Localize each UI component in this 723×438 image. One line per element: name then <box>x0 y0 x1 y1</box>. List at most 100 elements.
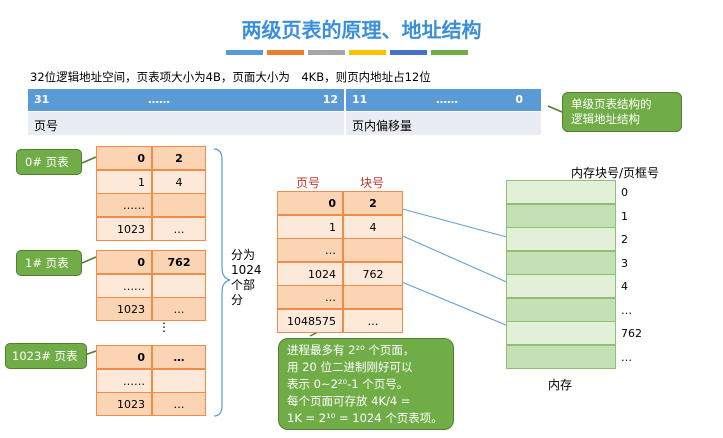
single-row0-page-cell: 0 <box>277 191 343 215</box>
table2-row1-frame-cell <box>152 368 206 393</box>
table2-row1-page-number: …… <box>123 374 145 388</box>
single-row0-frame-number: 2 <box>369 197 377 210</box>
title-bar-1 <box>267 50 304 55</box>
table0-row3-frame-cell: … <box>152 216 206 241</box>
single-row1-frame-number: 4 <box>369 220 377 234</box>
table2-row1-page-cell: …… <box>96 368 152 393</box>
table1-label: 1# 页表 <box>16 250 82 276</box>
table0-row2-frame-cell <box>152 193 206 217</box>
bit-11-label: 11 <box>352 93 368 106</box>
title-bar-3 <box>349 50 386 55</box>
table1-row2-page-cell: 1023 <box>96 297 152 321</box>
vertical-ellipsis: ⋮ <box>158 320 170 334</box>
single-row4-frame-cell <box>343 285 403 309</box>
memory-block-number: 2 <box>621 233 628 246</box>
table1-row1-page-cell: …… <box>96 273 152 298</box>
table1-row1-frame-cell <box>152 273 206 298</box>
table1-row0-page-number: 0 <box>137 256 145 269</box>
memory-block-number: 0 <box>621 186 628 199</box>
single-row0-frame-cell: 2 <box>343 191 403 215</box>
memory-block-number: … <box>621 303 632 317</box>
title-bar-4 <box>390 50 427 55</box>
title-bar-5 <box>431 50 468 55</box>
table0-row1-page-number: 1 <box>138 175 145 189</box>
memory-header: 内存块号/页框号 <box>571 166 660 180</box>
column-header-frame: 块号 <box>360 176 385 190</box>
title-bar-2 <box>308 50 345 55</box>
table0-row3-frame-number: … <box>173 222 185 236</box>
address-bar-offset: 11 …… 0 <box>346 89 541 111</box>
bit-12-label: 12 <box>322 93 338 106</box>
memory-block-3 <box>506 250 616 275</box>
page-number-label: 页号 <box>28 112 344 135</box>
table1023-label: 1023# 页表 <box>5 343 87 369</box>
table1-row0-page-cell: 0 <box>96 250 152 274</box>
memory-block-0 <box>506 180 616 204</box>
memory-block-5 <box>506 297 616 322</box>
table0-row0-frame-cell: 2 <box>152 146 206 170</box>
table1-row0-frame-cell: 762 <box>152 250 206 274</box>
callout-process-pages: 进程最多有 2²⁰ 个页面， 用 20 位二进制刚好可以 表示 0~2²⁰-1 … <box>278 338 454 430</box>
table2-row0-page-cell: 0 <box>96 345 152 369</box>
single-row2-page-cell: … <box>277 238 343 262</box>
table1-row2-frame-number: … <box>173 303 185 316</box>
column-header-page: 页号 <box>296 176 321 190</box>
table2-row2-page-cell: 1023 <box>96 392 152 416</box>
table2-row2-frame-number: … <box>173 398 185 411</box>
address-bar-page-number: 31 …… 12 <box>28 89 344 111</box>
table0-row2-page-number: …… <box>123 199 145 212</box>
single-row5-frame-number: … <box>367 314 379 328</box>
table1-row2-frame-cell: … <box>152 297 206 321</box>
table0-row1-frame-cell: 4 <box>152 169 206 194</box>
table0-row3-page-number: 1023 <box>117 222 145 236</box>
single-row3-page-cell: 1024 <box>277 261 343 286</box>
table1-row1-page-number: …… <box>123 279 145 293</box>
page-title: 两级页表的原理、地址结构 <box>241 18 482 42</box>
table2-row2-frame-cell: … <box>152 392 206 416</box>
table0-row2-page-cell: …… <box>96 193 152 217</box>
single-row2-frame-cell <box>343 238 403 262</box>
memory-caption: 内存 <box>548 378 573 392</box>
memory-block-6 <box>506 321 616 345</box>
memory-block-1 <box>506 203 616 228</box>
offset-label: 页内偏移量 <box>346 112 541 135</box>
bit-dots-left: …… <box>148 93 170 106</box>
table0-row1-page-cell: 1 <box>96 169 152 194</box>
callout-single-level: 单级页表结构的 逻辑地址结构 <box>562 92 682 132</box>
memory-block-2 <box>506 227 616 251</box>
table0-label: 0# 页表 <box>16 149 82 175</box>
single-row2-page-number: … <box>325 244 336 257</box>
memory-block-7 <box>506 344 616 369</box>
brace-caption: 分为 1024 个部 分 <box>231 248 262 307</box>
arrow-frame-2 <box>379 202 519 243</box>
single-row1-page-number: 1 <box>329 220 336 234</box>
single-row5-frame-cell: … <box>343 308 403 333</box>
brace-shape <box>213 148 231 417</box>
table2-row0-frame-cell: … <box>152 345 206 369</box>
table0-row0-page-cell: 0 <box>96 146 152 170</box>
table2-row0-page-number: 0 <box>137 351 145 364</box>
single-row5-page-number: 1048575 <box>287 314 336 328</box>
table0-pointer <box>81 156 97 164</box>
title-underline-bars <box>226 50 468 55</box>
table0-row0-frame-number: 2 <box>175 152 183 165</box>
single-row3-frame-cell: 762 <box>343 261 403 286</box>
description-text: 32位逻辑地址空间，页表项大小为4B，页面大小为 4KB，则页内地址占12位 <box>30 70 431 84</box>
single-row5-page-cell: 1048575 <box>277 308 343 333</box>
bit-dots-right: …… <box>436 93 458 106</box>
bit-0-label: 0 <box>515 93 523 106</box>
arrow-frame-762 <box>379 272 519 332</box>
callout-single-pointer <box>547 105 563 113</box>
memory-block-number: 3 <box>621 256 628 270</box>
table1-pointer <box>81 256 97 264</box>
bit-31-label: 31 <box>34 93 50 106</box>
memory-block-number: 1 <box>621 209 628 223</box>
single-row3-page-number: 1024 <box>308 267 336 281</box>
table0-row1-frame-number: 4 <box>175 175 183 189</box>
table2-row0-frame-number: … <box>173 351 185 364</box>
table0-row0-page-number: 0 <box>137 152 145 165</box>
memory-block-number: 4 <box>621 280 628 293</box>
single-row4-page-number: … <box>325 291 336 304</box>
table0-row3-page-cell: 1023 <box>96 216 152 241</box>
